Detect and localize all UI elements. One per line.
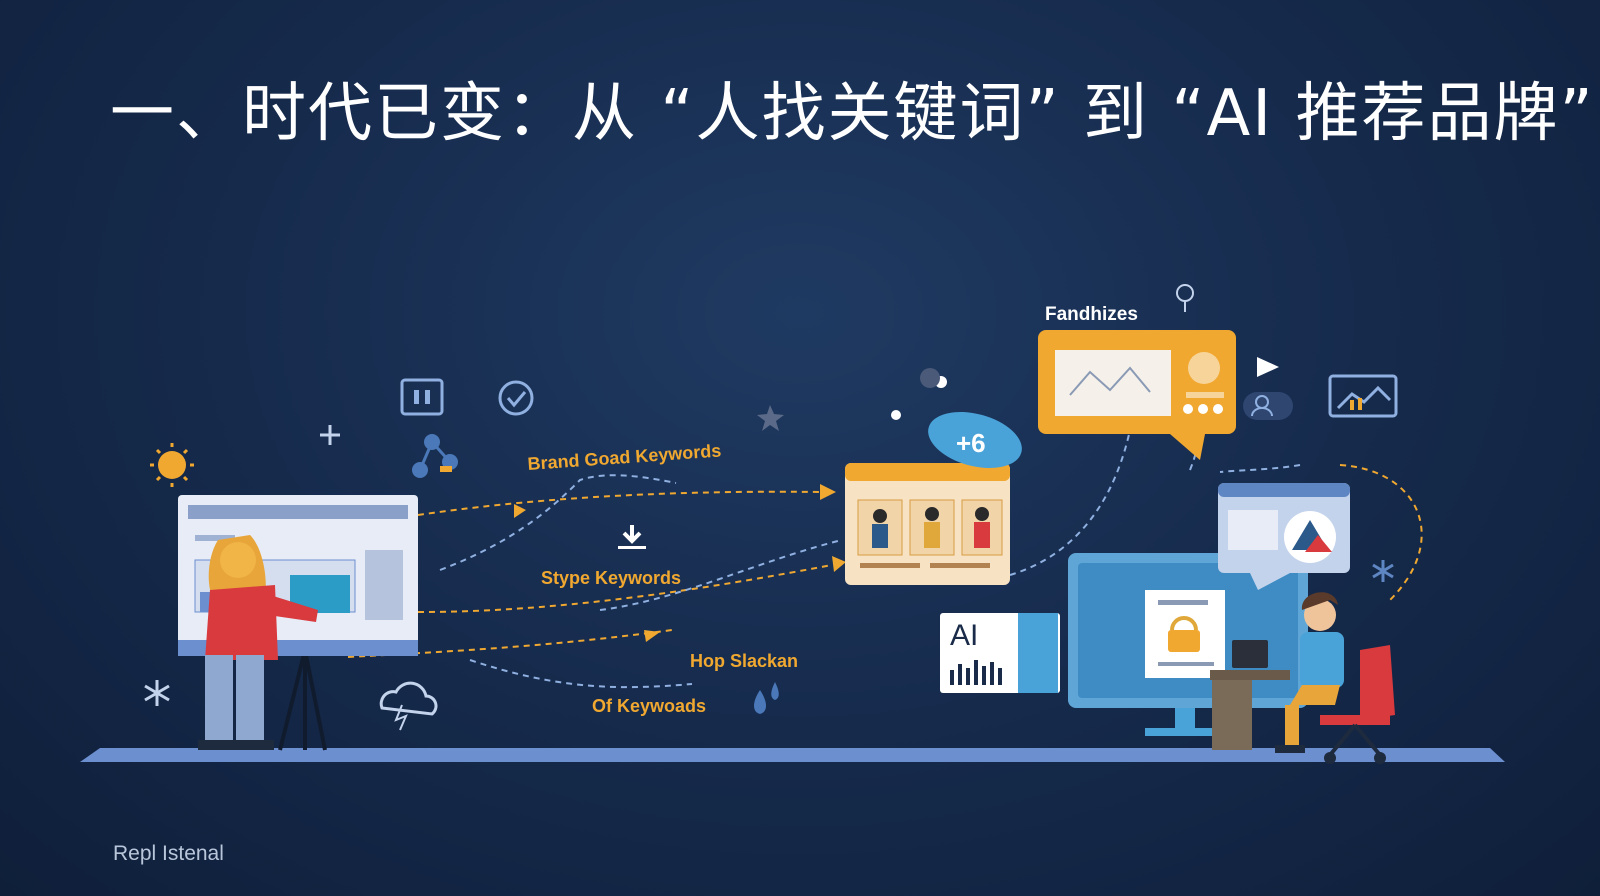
ai-card: AI [940, 613, 1060, 693]
svg-text:+6: +6 [956, 428, 986, 458]
ai-card-text: AI [950, 619, 978, 652]
decor-dots [891, 368, 947, 420]
pause-icon [400, 378, 444, 416]
browser-card [1218, 483, 1350, 590]
download-icon [618, 525, 646, 549]
cloud-icon [379, 681, 438, 731]
page-title: 一、时代已变：从 “人找关键词” 到 “AI 推荐品牌” [110, 77, 1595, 151]
check-badge-icon [498, 380, 534, 416]
label-of-keywoads: Of Keywoads [592, 696, 706, 716]
label-stype-keywords: Stype Keywords [541, 568, 681, 588]
share-icon [412, 434, 458, 478]
snowflake-icon [1372, 560, 1394, 582]
label-fandhizes: Fandhizes [1045, 304, 1138, 325]
chart-icon [1328, 374, 1398, 418]
arrow-heads [514, 484, 846, 642]
flow-arrows [347, 359, 1423, 689]
speech-bubble [1038, 330, 1236, 460]
play-icon [1257, 357, 1279, 377]
snowflake-icon [144, 680, 170, 706]
plus-icon [320, 425, 340, 445]
floor [80, 748, 1505, 762]
star-icon [757, 405, 784, 431]
sun-icon [150, 443, 194, 487]
desk-and-man [1210, 592, 1395, 764]
blue-badge: +6 [928, 411, 1022, 469]
woman-figure [198, 535, 318, 750]
footer-text: Repl Istenal [113, 842, 224, 865]
users-icon [1243, 392, 1293, 420]
image-card [845, 463, 1010, 585]
label-brand-goad-keywords: Brand Goad Keywords [527, 441, 722, 474]
label-hop-slackan: Hop Slackan [690, 651, 798, 671]
water-drop-icon [754, 682, 779, 714]
lightbulb-icon [1176, 284, 1194, 312]
